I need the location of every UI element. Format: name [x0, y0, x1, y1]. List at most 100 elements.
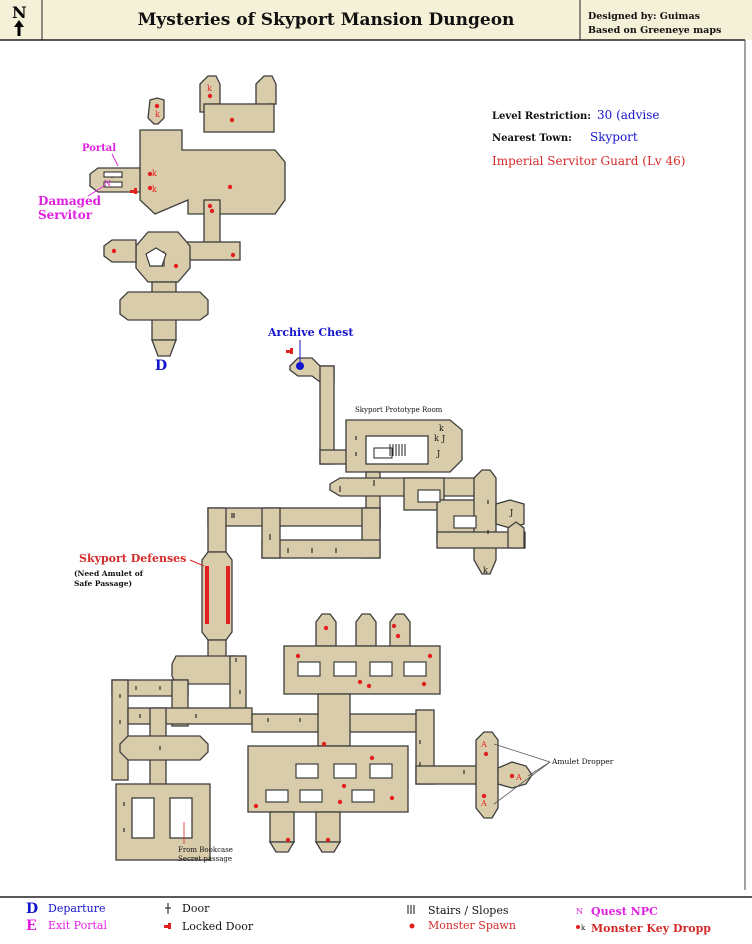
corridor-sw-mid: [127, 707, 253, 725]
window: [299, 789, 323, 803]
spawn-dot: [427, 653, 433, 659]
spawn-dot: [253, 803, 259, 809]
sw-inner-wall-2: [169, 797, 193, 839]
portal-label: Portal: [82, 143, 116, 154]
spawn-dot: [207, 93, 213, 99]
based-on: Based on Greeneye maps: [588, 25, 721, 36]
octagon-pentagon: [145, 247, 167, 267]
spawn-dot: [111, 248, 117, 254]
amulet-marker: A: [480, 740, 487, 749]
legend-exit-portal: Exit Portal: [48, 919, 107, 932]
spawn-dot: [230, 252, 236, 258]
window: [351, 789, 375, 803]
map-markers: k k k k k k J J J k A A A: [152, 84, 522, 808]
spawn-dot: [357, 679, 363, 685]
spawn-dot: [391, 623, 397, 629]
svg-text:N: N: [12, 3, 27, 22]
corridor-east-south: [436, 531, 526, 549]
spawn-dot: [229, 117, 235, 123]
key-marker: k: [439, 424, 444, 433]
spawn-dot: [481, 793, 487, 799]
servitor-pointer: [87, 185, 105, 197]
jump-marker: J: [441, 434, 445, 443]
legend: D Departure E Exit Portal Door Locked Do…: [26, 901, 711, 935]
legend-exit-symbol: E: [26, 918, 37, 934]
room-j-alcove: [495, 499, 525, 529]
amulet-pointers: [493, 743, 551, 805]
room-south-tower-1-tip: [268, 841, 296, 853]
npc-marker: N: [104, 179, 111, 188]
damaged-servitor-label-2: Servitor: [38, 208, 93, 222]
room-pillar-k1: [147, 97, 165, 125]
amulet-marker: A: [515, 773, 522, 782]
room-amulet-east: [497, 761, 533, 789]
legend-quest-npc: Quest NPC: [591, 905, 658, 918]
spawn-dot: [147, 171, 153, 177]
key-marker: k: [155, 110, 160, 119]
key-marker: k: [152, 169, 157, 178]
archive-chest-label: Archive Chest: [267, 326, 354, 339]
key-marker: k: [207, 84, 212, 93]
defense-barriers: [205, 566, 230, 624]
spawn-dot: [325, 837, 331, 843]
nearest-town-value: Skyport: [590, 130, 638, 144]
legend-locked-door-icon: [164, 923, 171, 929]
designed-by: Designed by: Guimas: [588, 11, 700, 22]
corridor-loop-west: [261, 507, 281, 559]
nearest-town-label: Nearest Town:: [492, 133, 572, 144]
room-south-tower-2: [315, 811, 341, 843]
spawn-dot: [209, 208, 215, 214]
spawn-dot: [366, 683, 372, 689]
departure-marker: D: [155, 358, 167, 374]
spawn-dot: [323, 625, 329, 631]
legend-monster-key: Monster Key Dropp: [591, 922, 711, 935]
prototype-room-label: Skyport Prototype Room: [355, 406, 443, 414]
key-marker: k: [152, 185, 157, 194]
room-upper-corridor: [203, 103, 275, 133]
key-marker: k: [483, 566, 488, 575]
spawn-dot: [285, 837, 291, 843]
barrier-west: [205, 566, 209, 624]
boss-label: Imperial Servitor Guard (Lv 46): [492, 154, 685, 168]
window: [333, 763, 357, 779]
legend-door: Door: [182, 902, 210, 915]
room-north-tower-3: [389, 613, 411, 647]
corridor-archive-south: [319, 365, 335, 465]
jump-marker: J: [436, 449, 440, 458]
room-south-tower-2-tip: [314, 841, 342, 853]
portal-pointer: [111, 153, 119, 167]
key-marker: k: [434, 434, 439, 443]
legend-quest-npc-symbol: N: [576, 907, 583, 916]
room-main-hall: [139, 129, 286, 215]
room-cross-bottom: [151, 339, 177, 357]
compass-icon: N: [12, 3, 27, 36]
legend-door-icon: [165, 903, 171, 914]
amulet-marker: A: [480, 799, 487, 808]
locked-door-icon: [286, 348, 293, 354]
spawn-dot: [337, 799, 343, 805]
spawn-dot: [509, 773, 515, 779]
spawn-dot: [369, 755, 375, 761]
header-bar: [0, 0, 752, 40]
window: [453, 515, 477, 529]
level-restriction-value: 30 (advise: [597, 108, 659, 122]
need-amulet-label-2: Safe Passage): [74, 579, 132, 588]
damaged-servitor-label-1: Damaged: [38, 194, 102, 208]
archive-chest-icon: [296, 362, 304, 370]
legend-departure-symbol: D: [26, 901, 38, 917]
legend-key-dot-icon: [576, 925, 580, 929]
spawn-dot: [154, 103, 160, 109]
spawn-dot: [227, 184, 233, 190]
stairs-icon: [373, 444, 406, 459]
room-amulet-vertical: [475, 731, 499, 819]
spawn-dot: [389, 795, 395, 801]
window: [295, 763, 319, 779]
room-west-nub: [103, 239, 137, 263]
spawn-dot: [421, 681, 427, 687]
spawn-dot: [147, 185, 153, 191]
window: [265, 789, 289, 803]
spawn-dot: [295, 653, 301, 659]
corridor-east-vertical: [473, 469, 497, 575]
